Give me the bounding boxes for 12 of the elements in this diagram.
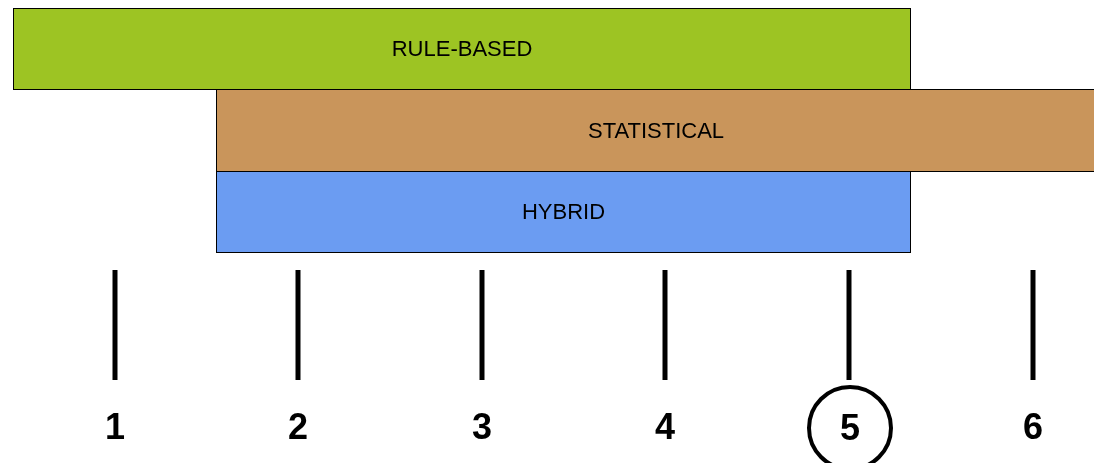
bar-label: HYBRID <box>521 199 606 225</box>
rule-based-bar <box>13 8 911 90</box>
statistical-bar <box>216 89 1094 172</box>
scale-number: 3 <box>471 407 493 447</box>
bar-label: RULE-BASED <box>391 36 533 62</box>
scale-number: 2 <box>287 407 309 447</box>
hybrid-bar <box>216 171 911 253</box>
scale-number: 1 <box>104 407 126 447</box>
bar-label: STATISTICAL <box>587 117 725 144</box>
scale-number: 4 <box>654 407 676 447</box>
scale-number: 5 <box>840 407 860 449</box>
scale-number: 6 <box>1022 407 1044 447</box>
